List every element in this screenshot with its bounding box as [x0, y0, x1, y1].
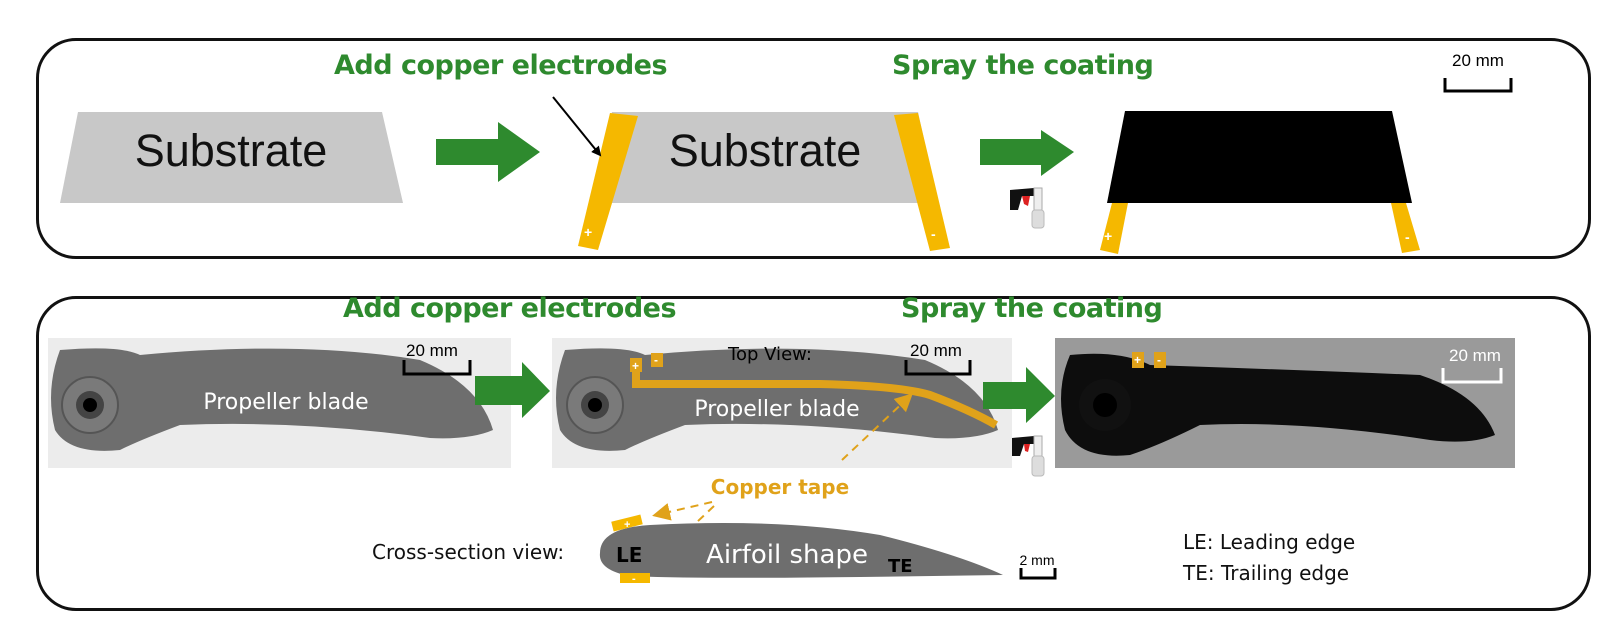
tab-plus-photo-2-sign: + [632, 359, 639, 373]
tab-minus-photo-2 [651, 353, 663, 367]
photo-3-scale-label: 20 mm [1449, 346, 1501, 365]
copper-electrode-minus-top [894, 113, 950, 251]
spray-gun-icon-top [1010, 187, 1045, 229]
green-arrow-bottom-1 [475, 362, 550, 418]
airfoil-tab-plus [611, 514, 643, 532]
tab-plus-photo-3-sign: + [1134, 353, 1141, 367]
photo-2-label: Propeller blade [694, 397, 859, 422]
tab-minus-photo-2-sign: - [654, 353, 658, 367]
bottom-step2-title: Spray the coating [901, 293, 1163, 324]
substrate-label-2: Substrate [669, 125, 862, 176]
copper-tape-arrow-plus [652, 501, 713, 521]
electrode-plus-sign-coated: + [1104, 228, 1112, 244]
copper-tape-label: Copper tape [711, 475, 849, 499]
airfoil-shape [599, 522, 1003, 578]
tab-plus-photo-2 [630, 358, 642, 372]
substrate-label-1: Substrate [135, 125, 328, 176]
substrate-plain [60, 112, 403, 203]
photo-1-label: Propeller blade [203, 390, 368, 415]
photo-2-scale-label: 20 mm [910, 341, 962, 360]
photo-1-scale-label: 20 mm [406, 341, 458, 360]
copper-electrode-minus-coated [1391, 203, 1420, 253]
photo-3-scale-bar [1441, 368, 1503, 384]
substrate-with-electrodes [590, 112, 938, 203]
green-arrow-top-1 [436, 122, 540, 182]
te-label: TE [888, 556, 913, 577]
photo-1-scale-bar [402, 360, 472, 376]
copper-electrode-plus-top [578, 113, 638, 250]
top-step2-title: Spray the coating [892, 50, 1154, 81]
legend-le: LE: Leading edge [1183, 530, 1356, 554]
coated-propeller-blade [1061, 353, 1495, 456]
tab-minus-photo-3 [1154, 352, 1166, 368]
green-arrow-top-2 [980, 130, 1074, 176]
bottom-panel-frame [36, 296, 1591, 611]
electrode-minus-sign: - [931, 226, 936, 242]
spray-gun-icon-bottom [1012, 435, 1045, 477]
propeller-blade-photo-2 [556, 348, 998, 451]
top-panel-frame [36, 38, 1591, 259]
airfoil-tab-minus-sign: - [632, 573, 636, 585]
airfoil-scale-label: 2 mm [1020, 552, 1055, 568]
top-view-label: Top View: [727, 344, 812, 365]
tab-minus-photo-3-sign: - [1157, 353, 1161, 367]
photo-2-scale-bar [904, 360, 972, 376]
pointer-arrow [552, 96, 602, 157]
tab-plus-photo-3 [1132, 352, 1144, 368]
scale-bar-top [1443, 78, 1513, 93]
electrode-minus-sign-coated: - [1405, 229, 1410, 245]
airfoil-shape-label: Airfoil shape [706, 540, 868, 570]
copper-electrode-plus-coated [1100, 203, 1128, 254]
airfoil-tab-minus [620, 573, 650, 583]
scale-bar-top-label: 20 mm [1452, 51, 1504, 70]
cross-section-label: Cross-section view: [372, 540, 565, 564]
bottom-step1-title: Add copper electrodes [343, 293, 677, 324]
propeller-blade-photo-1 [51, 348, 493, 451]
top-step1-title: Add copper electrodes [334, 50, 668, 81]
copper-tape-top-view [632, 368, 998, 429]
copper-tape-arrow-up [841, 393, 913, 461]
green-arrow-bottom-2 [983, 367, 1055, 423]
coated-substrate [1107, 111, 1412, 203]
airfoil-tab-plus-sign: + [624, 519, 630, 531]
legend-te: TE: Trailing edge [1183, 561, 1350, 585]
electrode-plus-sign: + [584, 224, 592, 240]
le-label: LE [616, 543, 642, 567]
airfoil-scale-bar [1019, 568, 1057, 580]
